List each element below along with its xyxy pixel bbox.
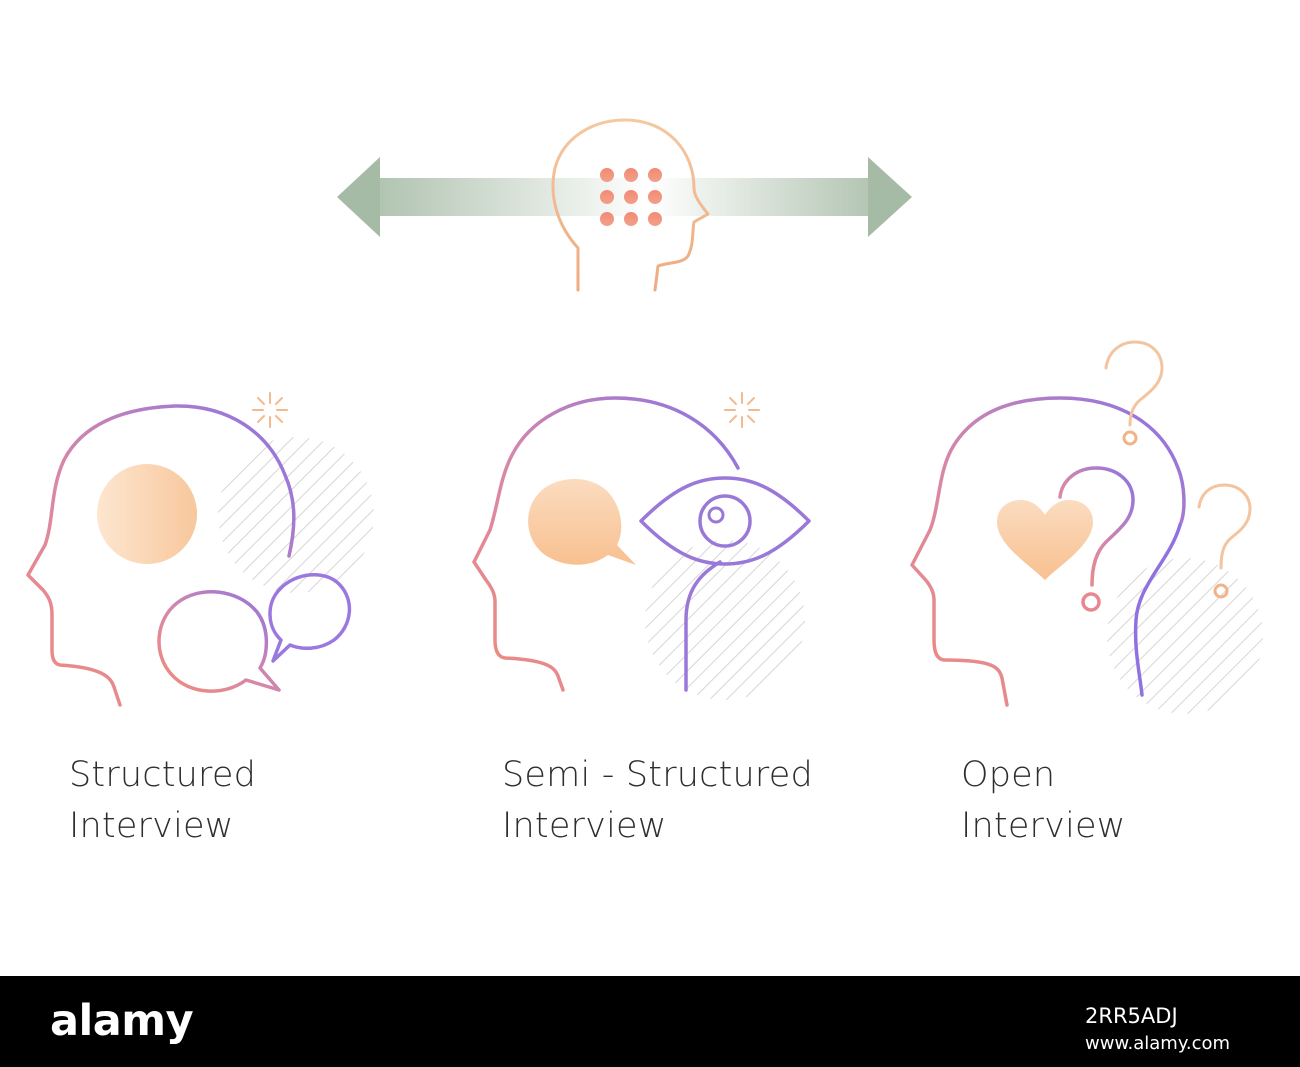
neck-line [684, 560, 722, 692]
sparkle-icon [724, 392, 760, 428]
hatched-circle [1107, 558, 1263, 714]
sparkle-icon [252, 392, 288, 428]
image-id: 2RR5ADJ [1085, 1004, 1178, 1028]
thought-circle [97, 464, 197, 564]
caption-open-interview: Open Interview [961, 750, 1126, 852]
head-with-dot-grid-icon [551, 118, 710, 292]
question-mark-top-dot [1122, 430, 1138, 446]
caption-line: Interview [69, 806, 234, 846]
watermark-footer [0, 976, 1300, 1067]
caption-semi-structured-interview: Semi - Structured Interview [502, 750, 813, 852]
alamy-logo[interactable]: alamy [50, 996, 194, 1046]
head-with-heart-and-question-marks-icon [910, 340, 1263, 714]
caption-line: Interview [961, 806, 1126, 846]
question-mark-top [1104, 340, 1164, 427]
eye-highlight [707, 506, 725, 524]
caption-line: Structured [69, 755, 257, 795]
eye-shape [639, 476, 811, 566]
head-outline [910, 396, 1186, 707]
question-mark-right-dot [1213, 583, 1229, 599]
heart-icon [997, 500, 1093, 580]
head-with-eye-icon [472, 392, 811, 700]
head-with-speech-bubbles-icon [26, 392, 374, 707]
speech-bubble-large [157, 590, 281, 693]
caption-structured-interview: Structured Interview [69, 750, 256, 852]
caption-line: Open [961, 755, 1056, 795]
speech-bubble-small [268, 572, 352, 663]
question-mark-large [1058, 466, 1135, 587]
question-mark-right [1197, 483, 1252, 570]
speech-bubble-filled [528, 478, 636, 565]
interview-types-diagram [26, 118, 1263, 714]
question-mark-large-dot [1081, 592, 1101, 612]
head-outline [26, 404, 296, 707]
site-url[interactable]: www.alamy.com [1085, 1033, 1231, 1054]
hatched-circle [218, 437, 374, 593]
eye-iris [698, 494, 752, 548]
caption-line: Interview [502, 806, 667, 846]
head-outline [472, 396, 740, 692]
caption-line: Semi - Structured [502, 755, 813, 795]
back-of-head-line [1133, 523, 1182, 697]
